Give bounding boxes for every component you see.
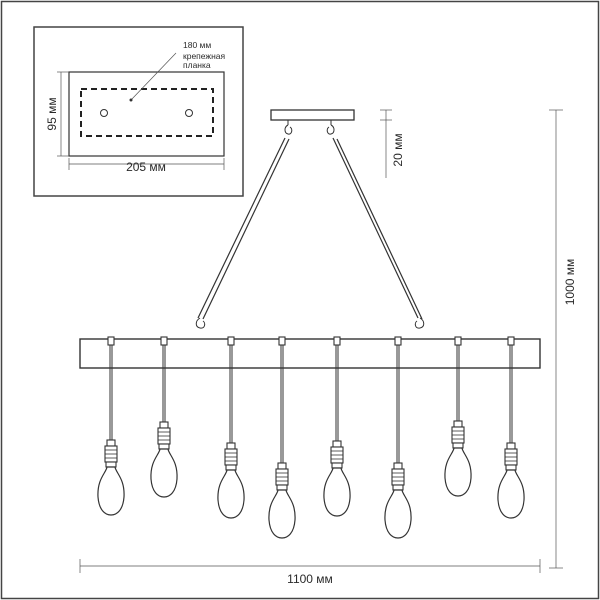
inset-frame: [33, 26, 244, 197]
pendant-2: [150, 336, 178, 498]
edison-bulb: [497, 469, 525, 519]
rod-hook-left: [195, 317, 206, 329]
inset-mounting-plate: 180 мм крепежная планка 95 мм 205 мм: [33, 26, 244, 197]
plate-caption-line2: планка: [183, 60, 211, 70]
cord-clip: [394, 336, 402, 346]
ceiling-canopy: [270, 109, 355, 135]
wooden-beam: [79, 338, 541, 369]
edison-bulb: [97, 466, 125, 516]
socket-cap: [453, 420, 463, 428]
plate-caption-line1: крепежная: [183, 51, 226, 61]
socket-cap: [106, 439, 116, 447]
bulb-base: [105, 461, 117, 468]
canopy-height-dimension: 20 мм: [380, 109, 405, 178]
bulb-base: [505, 464, 517, 471]
cord-clip: [333, 336, 341, 346]
socket-cap: [506, 442, 516, 450]
edison-bulb: [217, 469, 245, 519]
edison-bulb: [384, 489, 412, 539]
edison-bulb: [268, 489, 296, 539]
total-width-label: 1100 мм: [287, 572, 333, 586]
pendant-3: [217, 336, 245, 519]
bulb-base: [225, 464, 237, 471]
bulb-base: [392, 484, 404, 491]
cord-clip: [160, 336, 168, 346]
canopy-hook-right: [326, 120, 335, 135]
socket-cap: [226, 442, 236, 450]
bulb-base: [158, 443, 170, 450]
rod-right-b: [336, 138, 423, 320]
rod-right-a: [332, 137, 419, 319]
edison-bulb: [323, 467, 351, 517]
bulb-base: [276, 484, 288, 491]
total-height-label: 1000 мм: [563, 259, 577, 306]
bulb-base: [452, 442, 464, 449]
canopy-height-label: 20 мм: [391, 133, 405, 166]
pendant-7: [444, 336, 472, 497]
rod-hook-right: [414, 317, 425, 329]
inset-height-label: 95 мм: [45, 97, 59, 130]
total-height-dimension: 1000 мм: [549, 109, 577, 569]
pendant-5: [323, 336, 351, 517]
pendant-1: [97, 336, 125, 516]
inset-width-label: 205 мм: [126, 160, 166, 174]
mounting-plate-outline: [80, 88, 214, 137]
cord-clip: [454, 336, 462, 346]
plate-length-label: 180 мм: [183, 40, 211, 50]
rod-left-a: [197, 137, 286, 319]
cord-clip: [507, 336, 515, 346]
edison-bulb: [150, 448, 178, 498]
socket-cap: [159, 421, 169, 429]
mounting-hole-left: [100, 109, 108, 117]
canopy-hook-left: [284, 120, 293, 135]
bulb-base: [331, 462, 343, 469]
socket-cap: [277, 462, 287, 470]
rod-left-b: [202, 138, 290, 320]
socket-cap: [332, 440, 342, 448]
pendant-4: [268, 336, 296, 539]
cord-clip: [107, 336, 115, 346]
pendant-lights: [97, 336, 525, 539]
edison-bulb: [444, 447, 472, 497]
cord-clip: [227, 336, 235, 346]
canopy-base-outline: [68, 71, 225, 157]
socket-cap: [393, 462, 403, 470]
total-width-dimension: 1100 мм: [79, 559, 541, 586]
pendant-8: [497, 336, 525, 519]
cord-clip: [278, 336, 286, 346]
pendant-6: [384, 336, 412, 539]
suspension-rods: [195, 137, 425, 329]
plate-leader-dot: [129, 98, 133, 102]
canopy-plate: [270, 109, 355, 121]
mounting-hole-right: [185, 109, 193, 117]
plate-leader-line: [130, 52, 177, 101]
